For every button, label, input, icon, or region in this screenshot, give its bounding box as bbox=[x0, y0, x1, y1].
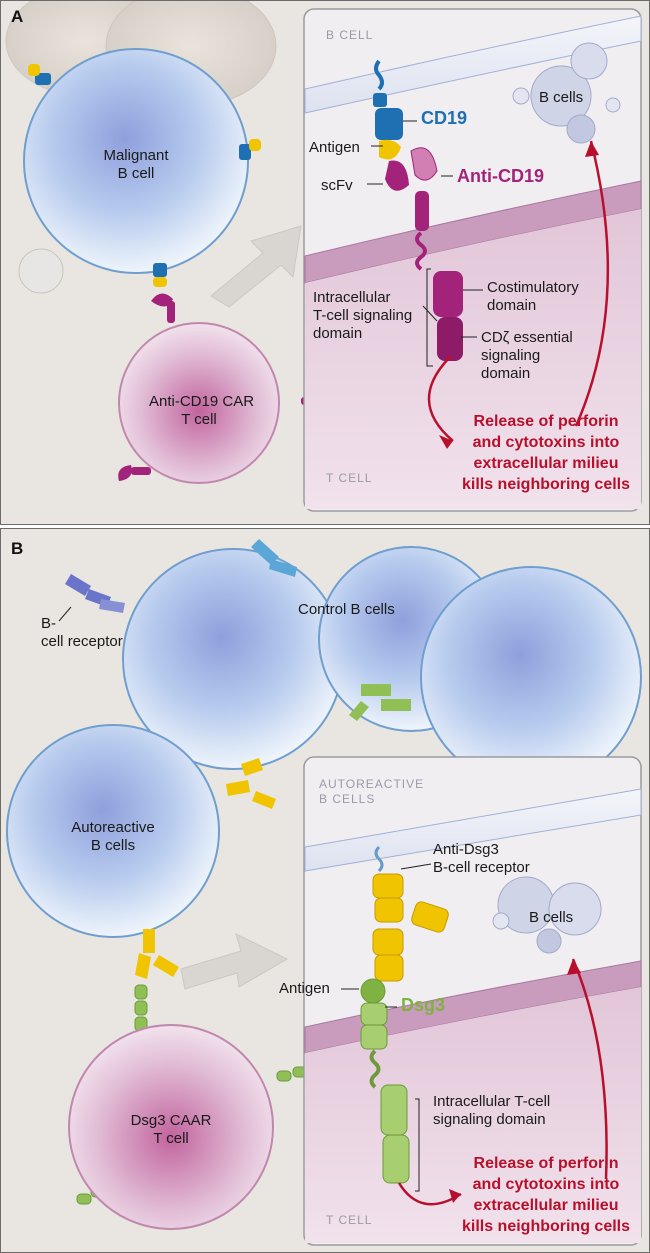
anti-cd19-car bbox=[385, 147, 463, 361]
b-cell-membrane bbox=[304, 15, 642, 114]
caar-t-cell bbox=[68, 1024, 274, 1230]
b-cell-receptors bbox=[65, 539, 411, 721]
antigen-label: Antigen bbox=[279, 980, 330, 997]
release-arrows bbox=[427, 140, 610, 442]
autoreactive-b-cell bbox=[6, 724, 220, 938]
transition-arrow bbox=[180, 933, 289, 990]
panel-b-illustration bbox=[6, 539, 642, 1246]
panel-a-letter: A bbox=[11, 7, 24, 26]
control-b-cell bbox=[420, 566, 642, 788]
target-b-cells-label: B cells bbox=[539, 89, 584, 106]
malignant-b-cell bbox=[23, 48, 249, 274]
dying-b-cells bbox=[512, 42, 621, 144]
car-t-cell bbox=[118, 322, 280, 484]
leader-lines bbox=[58, 606, 432, 1192]
control-b-cells-label: Control B cells bbox=[298, 601, 395, 618]
t-cell-cytoplasm bbox=[305, 209, 641, 509]
cd19-receptors bbox=[28, 64, 261, 287]
zone-t-cell: T CELL bbox=[326, 1213, 373, 1227]
bcr-label: B-cell receptor bbox=[41, 615, 123, 650]
panel-a-illustration bbox=[5, 1, 642, 512]
background-cell bbox=[18, 248, 64, 294]
anti-dsg3-bcrs bbox=[135, 758, 276, 979]
zone-b-cell: B CELL bbox=[326, 28, 374, 42]
scfv-label: scFv bbox=[321, 177, 353, 194]
b-cell-membrane bbox=[304, 788, 642, 872]
panel-b-letter: B bbox=[11, 539, 24, 558]
dsg3-label: Dsg3 bbox=[401, 995, 446, 1015]
cd19-label: CD19 bbox=[421, 108, 468, 128]
target-b-cells-label: B cells bbox=[529, 909, 574, 926]
leader-lines bbox=[367, 120, 483, 367]
cd19-molecule bbox=[373, 59, 403, 160]
anti-dsg3-bcr-molecule bbox=[372, 845, 449, 982]
anti-cd19-label: Anti-CD19 bbox=[457, 166, 545, 186]
antigen-label: Antigen bbox=[309, 139, 360, 156]
zone-t-cell: T CELL bbox=[326, 471, 373, 485]
transition-arrow bbox=[210, 225, 302, 308]
dsg3-caar-molecule bbox=[360, 978, 410, 1184]
dying-b-cells bbox=[492, 876, 602, 954]
panel-b: B Control B cells B-cell receptor Autore… bbox=[0, 528, 650, 1253]
